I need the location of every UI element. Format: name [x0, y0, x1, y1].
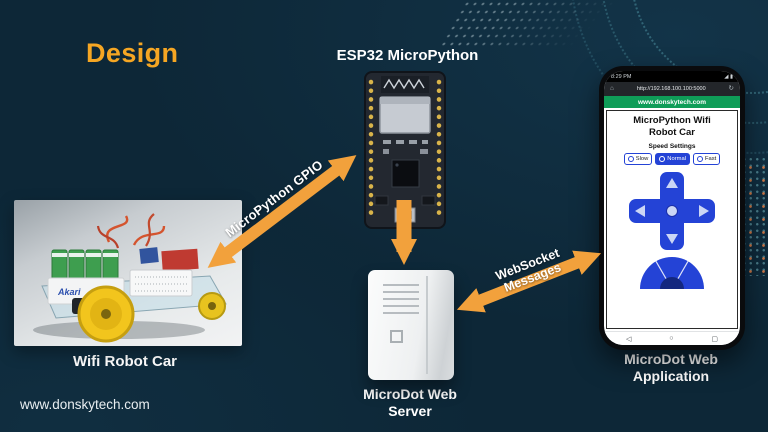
app-title-line2: Robot Car	[649, 126, 695, 138]
speed-settings-label: Speed Settings	[648, 143, 696, 150]
smd-component	[383, 140, 391, 144]
robot-car-label: Wifi Robot Car	[72, 353, 178, 370]
robot-car-photo: Akari	[14, 200, 242, 346]
app-title: MicroPython Wifi Robot Car	[633, 115, 711, 138]
speed-button-fast[interactable]: Fast	[692, 153, 721, 165]
speed-button-label: Slow	[635, 156, 649, 162]
speed-icon	[696, 156, 703, 162]
arrow-up-icon[interactable]	[666, 178, 678, 188]
battery-band	[52, 253, 67, 257]
server-image	[368, 270, 454, 380]
server-logo-square	[390, 330, 403, 343]
phone-status-bar: 8:29 PM ◢ ▮	[604, 71, 740, 82]
status-time: 8:29 PM	[611, 73, 632, 80]
chip-dot	[395, 163, 399, 167]
breadboard	[129, 269, 193, 297]
speed-button-label: Normal	[667, 156, 686, 162]
url-text[interactable]: http://192.168.100.100:5000	[636, 86, 706, 92]
shield-edge	[380, 97, 430, 104]
server-vents	[383, 284, 419, 315]
esp32-board-illustration	[364, 71, 446, 229]
smd-component	[396, 140, 404, 144]
arrow-left-icon[interactable]	[635, 205, 645, 217]
robot-car-illustration: Akari	[33, 213, 227, 343]
home-icon[interactable]: ⌂	[610, 84, 614, 92]
battery-band	[69, 253, 84, 257]
dial-center[interactable]	[660, 277, 684, 289]
phone-nav-bar: ◁ ○ ▢	[604, 331, 740, 345]
website-url: www.donskytech.com	[20, 397, 150, 412]
smd-component	[383, 149, 389, 154]
server-label-line1: MicroDot Web	[363, 386, 457, 402]
gpio-arrow-label: MicroPython GPIO	[222, 156, 326, 241]
wheel-rear-hub	[208, 302, 216, 310]
wire	[96, 225, 120, 249]
status-battery-icon: ◢ ▮	[724, 73, 733, 80]
arrow-right-icon[interactable]	[699, 205, 709, 217]
back-icon[interactable]: ◁	[626, 335, 632, 343]
web-application-label: MicroDot Web Application	[580, 351, 762, 385]
smd-component	[422, 140, 428, 144]
websocket-arrow-label: WebSocket Messages	[473, 238, 588, 304]
bottom-dial-control[interactable]	[639, 256, 705, 289]
wheel-hub	[101, 309, 111, 319]
web-application-label-line2: Application	[632, 368, 710, 384]
smd-component	[420, 149, 428, 154]
refresh-icon[interactable]: ↻	[728, 84, 734, 92]
speed-buttons-row: Slow Normal Fast	[623, 153, 721, 165]
web-application-label-line1: MicroDot Web	[624, 351, 718, 367]
motor-driver-board	[161, 248, 199, 272]
battery-brand-label: Akari	[57, 287, 81, 297]
dot-grid-decoration-right	[741, 156, 768, 276]
speed-button-label: Fast	[704, 156, 717, 162]
speed-button-normal[interactable]: Normal	[655, 153, 690, 165]
smd-component	[409, 140, 417, 144]
usb-port-inner	[398, 211, 412, 219]
server-label-line2: Server	[388, 403, 432, 419]
wire	[132, 225, 166, 246]
speed-icon	[627, 156, 634, 162]
battery-band	[103, 253, 118, 257]
speed-icon	[659, 156, 666, 162]
dot-grid-decoration-top	[438, 0, 618, 46]
blue-module	[139, 247, 159, 264]
phone-screen: 8:29 PM ◢ ▮ ⌂ http://192.168.100.100:500…	[604, 71, 740, 345]
server-label: MicroDot Web Server	[325, 386, 495, 420]
arrow-down-icon[interactable]	[666, 234, 678, 244]
slide-title: Design	[86, 38, 179, 68]
dpad-center-button[interactable]	[666, 205, 678, 217]
home-nav-icon[interactable]: ○	[669, 335, 674, 342]
web-app-card: MicroPython Wifi Robot Car Speed Setting…	[606, 110, 738, 329]
wire	[145, 213, 155, 247]
esp32-board-image	[350, 70, 460, 230]
boot-button	[374, 195, 389, 206]
dpad-control[interactable]	[629, 172, 715, 250]
site-banner: www.donskytech.com	[604, 96, 740, 108]
server-seam	[426, 276, 428, 374]
speed-button-slow[interactable]: Slow	[623, 153, 653, 165]
dial-arc[interactable]	[640, 257, 704, 289]
antenna-zone	[381, 76, 429, 93]
browser-address-bar[interactable]: ⌂ http://192.168.100.100:5000 ↻	[604, 82, 740, 96]
app-title-line1: MicroPython Wifi	[633, 115, 711, 126]
antenna-trace	[383, 78, 425, 90]
esp32-label: ESP32 MicroPython	[336, 47, 479, 64]
reset-button	[421, 195, 436, 206]
phone-mockup: 8:29 PM ◢ ▮ ⌂ http://192.168.100.100:500…	[599, 66, 745, 350]
recents-icon[interactable]: ▢	[711, 335, 718, 343]
battery-band	[86, 253, 101, 257]
